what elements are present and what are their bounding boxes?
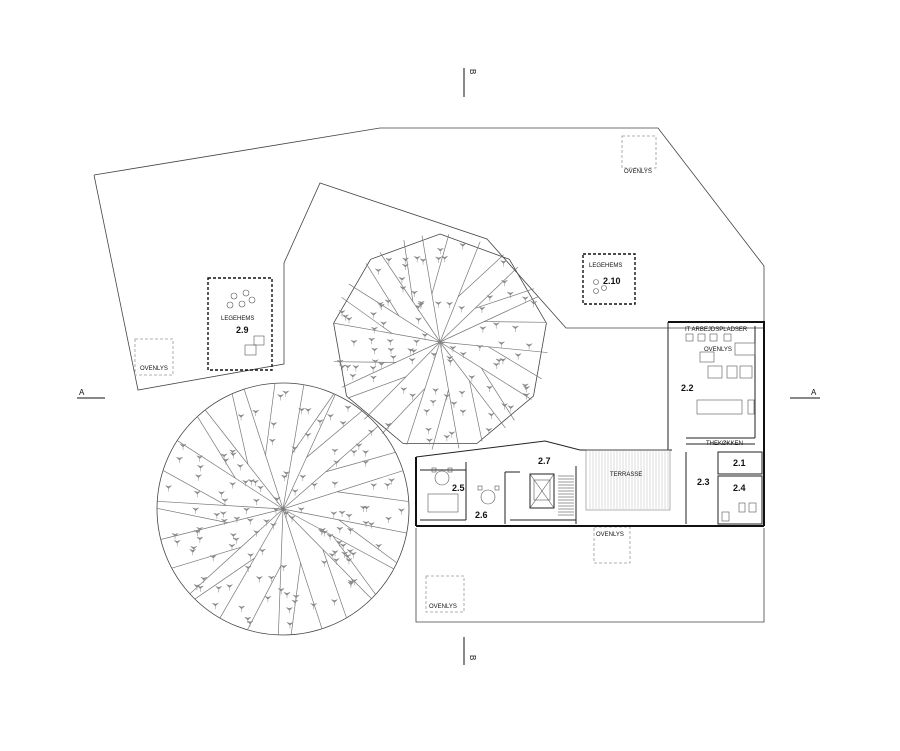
skylight-label: OVENLYS <box>704 347 732 353</box>
svg-text:B: B <box>468 69 477 74</box>
section-marker-a-left: A <box>77 388 105 399</box>
kitchenette-label: THEKØKKEN <box>706 441 743 447</box>
play-loft-2-9: LEGEHEMS 2.9 <box>207 277 273 371</box>
skylight-label: OVENLYS <box>140 366 168 372</box>
room-number-2-9: 2.9 <box>236 325 249 335</box>
furniture-office <box>685 333 756 415</box>
skylight-bottom: OVENLYS <box>425 575 465 613</box>
section-marker-b-bottom: B <box>463 637 477 665</box>
skylight-terrace: OVENLYS <box>593 526 631 564</box>
terrace: TERRASSE <box>585 449 671 511</box>
svg-text:B: B <box>468 655 477 660</box>
play-loft-2-10: LEGEHEMS 2.10 <box>582 253 636 305</box>
stair-core <box>529 473 574 516</box>
terrace-label: TERRASSE <box>610 472 642 478</box>
skylight-label: OVENLYS <box>596 532 624 538</box>
skylight-top-right: OVENLYS <box>621 135 657 175</box>
room-number-2-7: 2.7 <box>538 456 551 466</box>
room-number-2-1: 2.1 <box>733 458 746 468</box>
room-number-2-3: 2.3 <box>697 477 710 487</box>
room-number-2-10: 2.10 <box>603 276 621 286</box>
furniture-meeting <box>427 467 500 513</box>
room-number-2-6: 2.6 <box>475 510 488 520</box>
section-marker-a-right: A <box>790 388 820 399</box>
play-loft-label: LEGEHEMS <box>589 263 622 269</box>
svg-text:A: A <box>79 388 85 397</box>
room-number-2-4: 2.4 <box>733 483 746 493</box>
svg-text:A: A <box>811 388 817 397</box>
room-number-2-2: 2.2 <box>681 383 694 393</box>
tree-crown-left <box>156 382 410 636</box>
skylight-label: OVENLYS <box>624 169 652 175</box>
section-marker-b-top: B <box>463 68 477 97</box>
lower-roof-outline <box>415 528 765 623</box>
skylight-label: OVENLYS <box>429 604 457 610</box>
skylight-left: OVENLYS <box>134 338 174 376</box>
room-number-2-5: 2.5 <box>452 483 465 493</box>
play-loft-label: LEGEHEMS <box>221 316 254 322</box>
tree-crown-right <box>333 233 548 450</box>
roof-outline <box>93 127 765 391</box>
it-workstations-label: IT ARBEJDSPLADSER <box>685 327 748 333</box>
